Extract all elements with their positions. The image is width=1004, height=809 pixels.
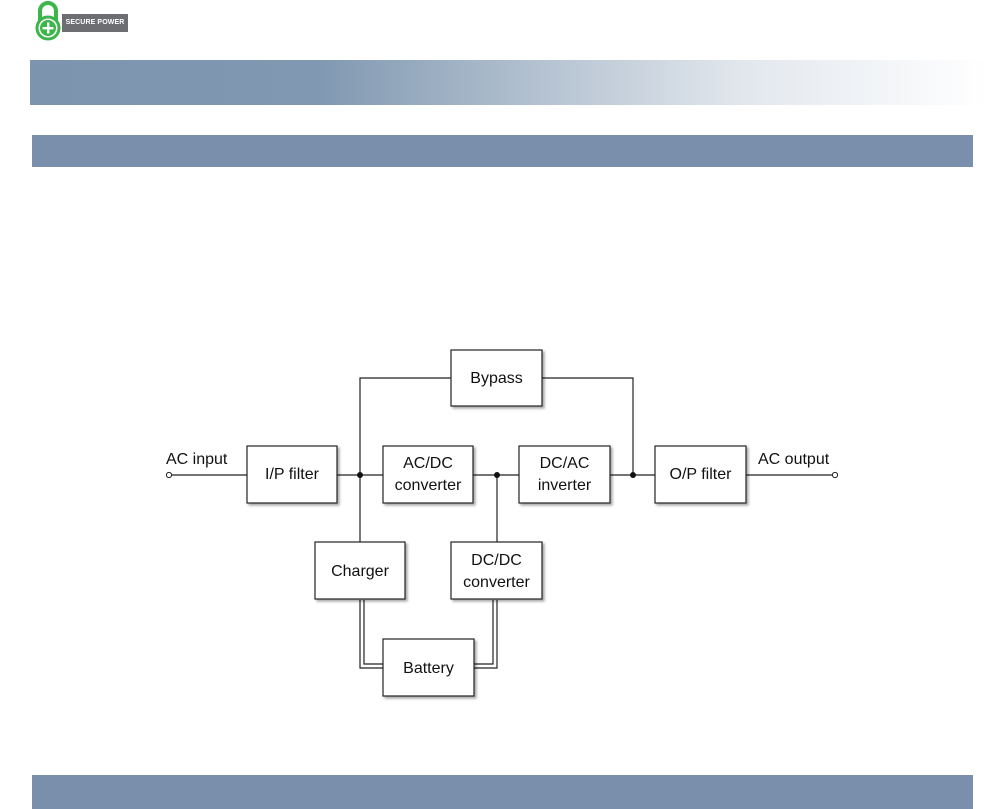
block-op-filter: O/P filter [654, 445, 747, 504]
section-bar [32, 135, 973, 167]
connection-lines [171, 377, 833, 669]
padlock-icon [35, 1, 61, 41]
charger-label: Charger [331, 563, 389, 580]
ac-input-label: AC input [166, 451, 228, 468]
header-band [30, 60, 988, 105]
dcdc-battery-line [474, 600, 498, 669]
dcdc-label-line2: converter [463, 574, 530, 591]
bypass-left-line [359, 377, 451, 475]
block-battery: Battery [382, 638, 475, 697]
block-charger: Charger [314, 541, 406, 600]
dcac-label-line2: inverter [538, 477, 592, 494]
block-bypass: Bypass [450, 349, 543, 407]
junction-dots [357, 472, 636, 478]
ac-output-terminal [831, 471, 839, 479]
charger-battery-line-2 [363, 600, 383, 665]
footer-bar [32, 775, 973, 809]
bypass-right-line [542, 377, 634, 475]
logo-wordmark: SECURE POWER [62, 14, 128, 32]
ac-output-label: AC output [758, 451, 830, 468]
junction-dot [630, 472, 636, 478]
bypass-label: Bypass [470, 370, 522, 387]
dcac-label-line1: DC/AC [540, 455, 590, 472]
junction-dot [494, 472, 500, 478]
secure-power-logo: SECURE POWER [33, 0, 133, 44]
charger-battery-line [359, 600, 383, 669]
dcdc-label-line1: DC/DC [471, 552, 522, 569]
ac-input-terminal [165, 471, 173, 479]
acdc-label-line2: converter [395, 477, 462, 494]
block-dcac-inverter: DC/AC inverter [518, 445, 611, 504]
ip-filter-label: I/P filter [265, 466, 320, 483]
block-acdc-converter: AC/DC converter [382, 445, 474, 504]
acdc-label-line1: AC/DC [403, 455, 453, 472]
battery-label: Battery [403, 660, 454, 677]
block-ip-filter: I/P filter [246, 445, 338, 504]
block-dcdc-converter: DC/DC converter [450, 541, 543, 600]
junction-dot [357, 472, 363, 478]
op-filter-label: O/P filter [670, 466, 733, 483]
dcdc-battery-line-2 [474, 600, 494, 665]
